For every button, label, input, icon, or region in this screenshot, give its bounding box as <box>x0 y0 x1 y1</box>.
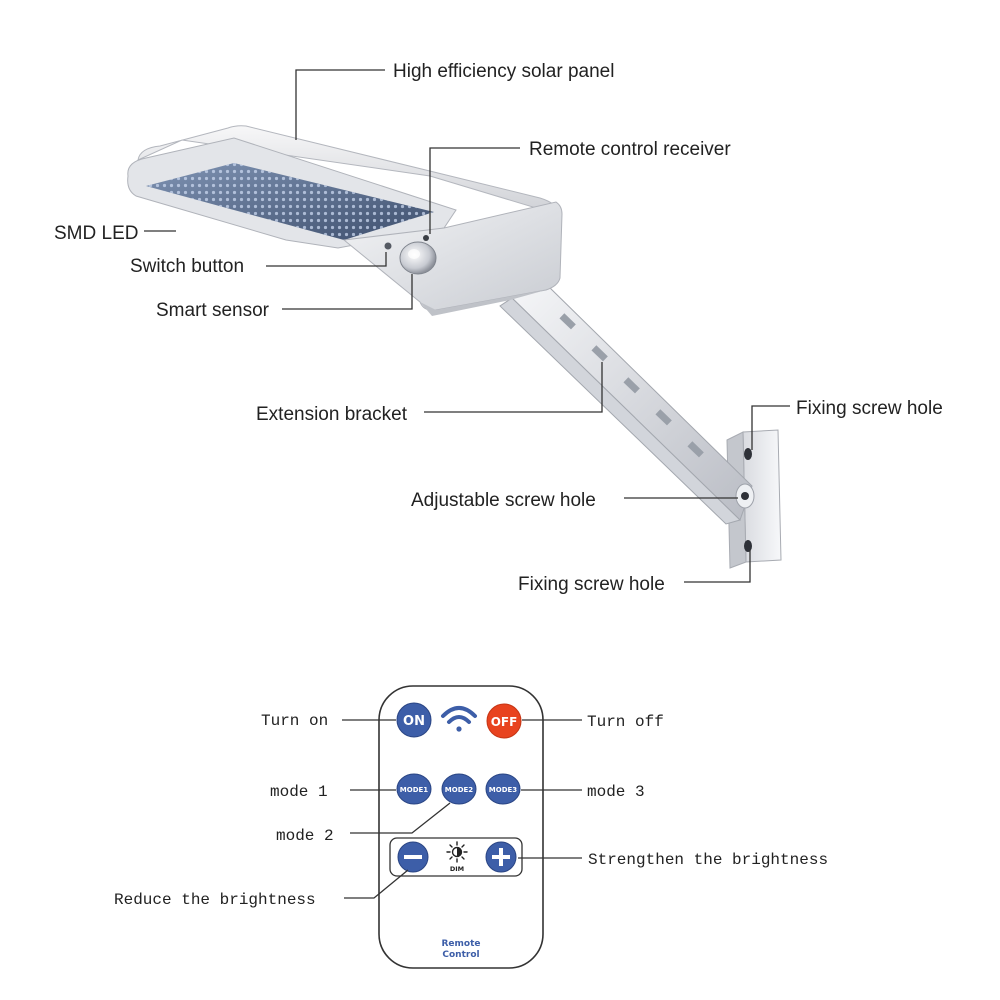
extension-bracket <box>499 285 755 525</box>
off-button-label: OFF <box>491 715 518 729</box>
label-mode-2: mode 2 <box>276 827 334 845</box>
remote-leader-lines <box>342 719 582 899</box>
mode3-button-label: MODE3 <box>489 786 518 794</box>
label-turn-off: Turn off <box>587 713 664 731</box>
mode3-button[interactable]: MODE3 <box>485 773 521 805</box>
fixing-screw-hole-bottom-icon <box>744 540 752 552</box>
fixing-screw-hole-top-icon <box>744 448 752 460</box>
on-button[interactable]: ON <box>396 702 432 738</box>
lamp-housing <box>127 125 563 316</box>
label-mode-3: mode 3 <box>587 783 645 801</box>
label-extension-bracket: Extension bracket <box>256 404 408 425</box>
on-button-label: ON <box>403 714 425 729</box>
solar-lamp-illustration: High efficiency solar panel Remote contr… <box>54 61 943 595</box>
label-switch-button: Switch button <box>130 256 244 277</box>
label-reduce-brightness: Reduce the brightness <box>114 891 316 909</box>
label-fixing-screw-hole-top: Fixing screw hole <box>796 398 943 419</box>
switch-button-icon <box>384 242 392 250</box>
label-turn-on: Turn on <box>261 712 328 730</box>
smd-led-panel <box>146 163 434 240</box>
plus-icon <box>492 848 510 866</box>
label-strengthen-brightness: Strengthen the brightness <box>588 851 828 869</box>
remote-brand-line2: Control <box>442 950 479 960</box>
mode2-button[interactable]: MODE2 <box>441 773 477 805</box>
label-mode-1: mode 1 <box>270 783 328 801</box>
label-solar-panel: High efficiency solar panel <box>393 61 614 82</box>
remote-body <box>378 685 544 969</box>
dim-label: DIM <box>450 865 464 873</box>
adjustable-screw-hole-icon <box>741 492 749 500</box>
label-smart-sensor: Smart sensor <box>156 300 270 321</box>
dim-control-group <box>389 837 523 877</box>
minus-icon <box>404 855 422 859</box>
mode1-button-label: MODE1 <box>400 786 429 794</box>
label-adjustable-screw-hole: Adjustable screw hole <box>411 490 596 511</box>
smart-sensor-icon <box>399 241 437 275</box>
minus-button[interactable] <box>397 841 429 873</box>
label-fixing-screw-hole-bottom: Fixing screw hole <box>518 574 665 595</box>
mode2-button-label: MODE2 <box>445 786 474 794</box>
label-smd-led: SMD LED <box>54 223 138 244</box>
sun-icon <box>446 841 468 863</box>
remote-control-illustration: ON OFF MODE1 MODE2 MODE3 <box>114 685 828 969</box>
remote-brand-line1: Remote <box>441 939 480 949</box>
off-button[interactable]: OFF <box>486 703 522 739</box>
remote-receiver-icon <box>423 235 429 241</box>
label-remote-receiver: Remote control receiver <box>529 139 731 160</box>
lamp-leader-lines <box>144 69 790 583</box>
mode1-button[interactable]: MODE1 <box>396 773 432 805</box>
plus-button[interactable] <box>485 841 517 873</box>
wifi-signal-icon <box>441 706 477 732</box>
